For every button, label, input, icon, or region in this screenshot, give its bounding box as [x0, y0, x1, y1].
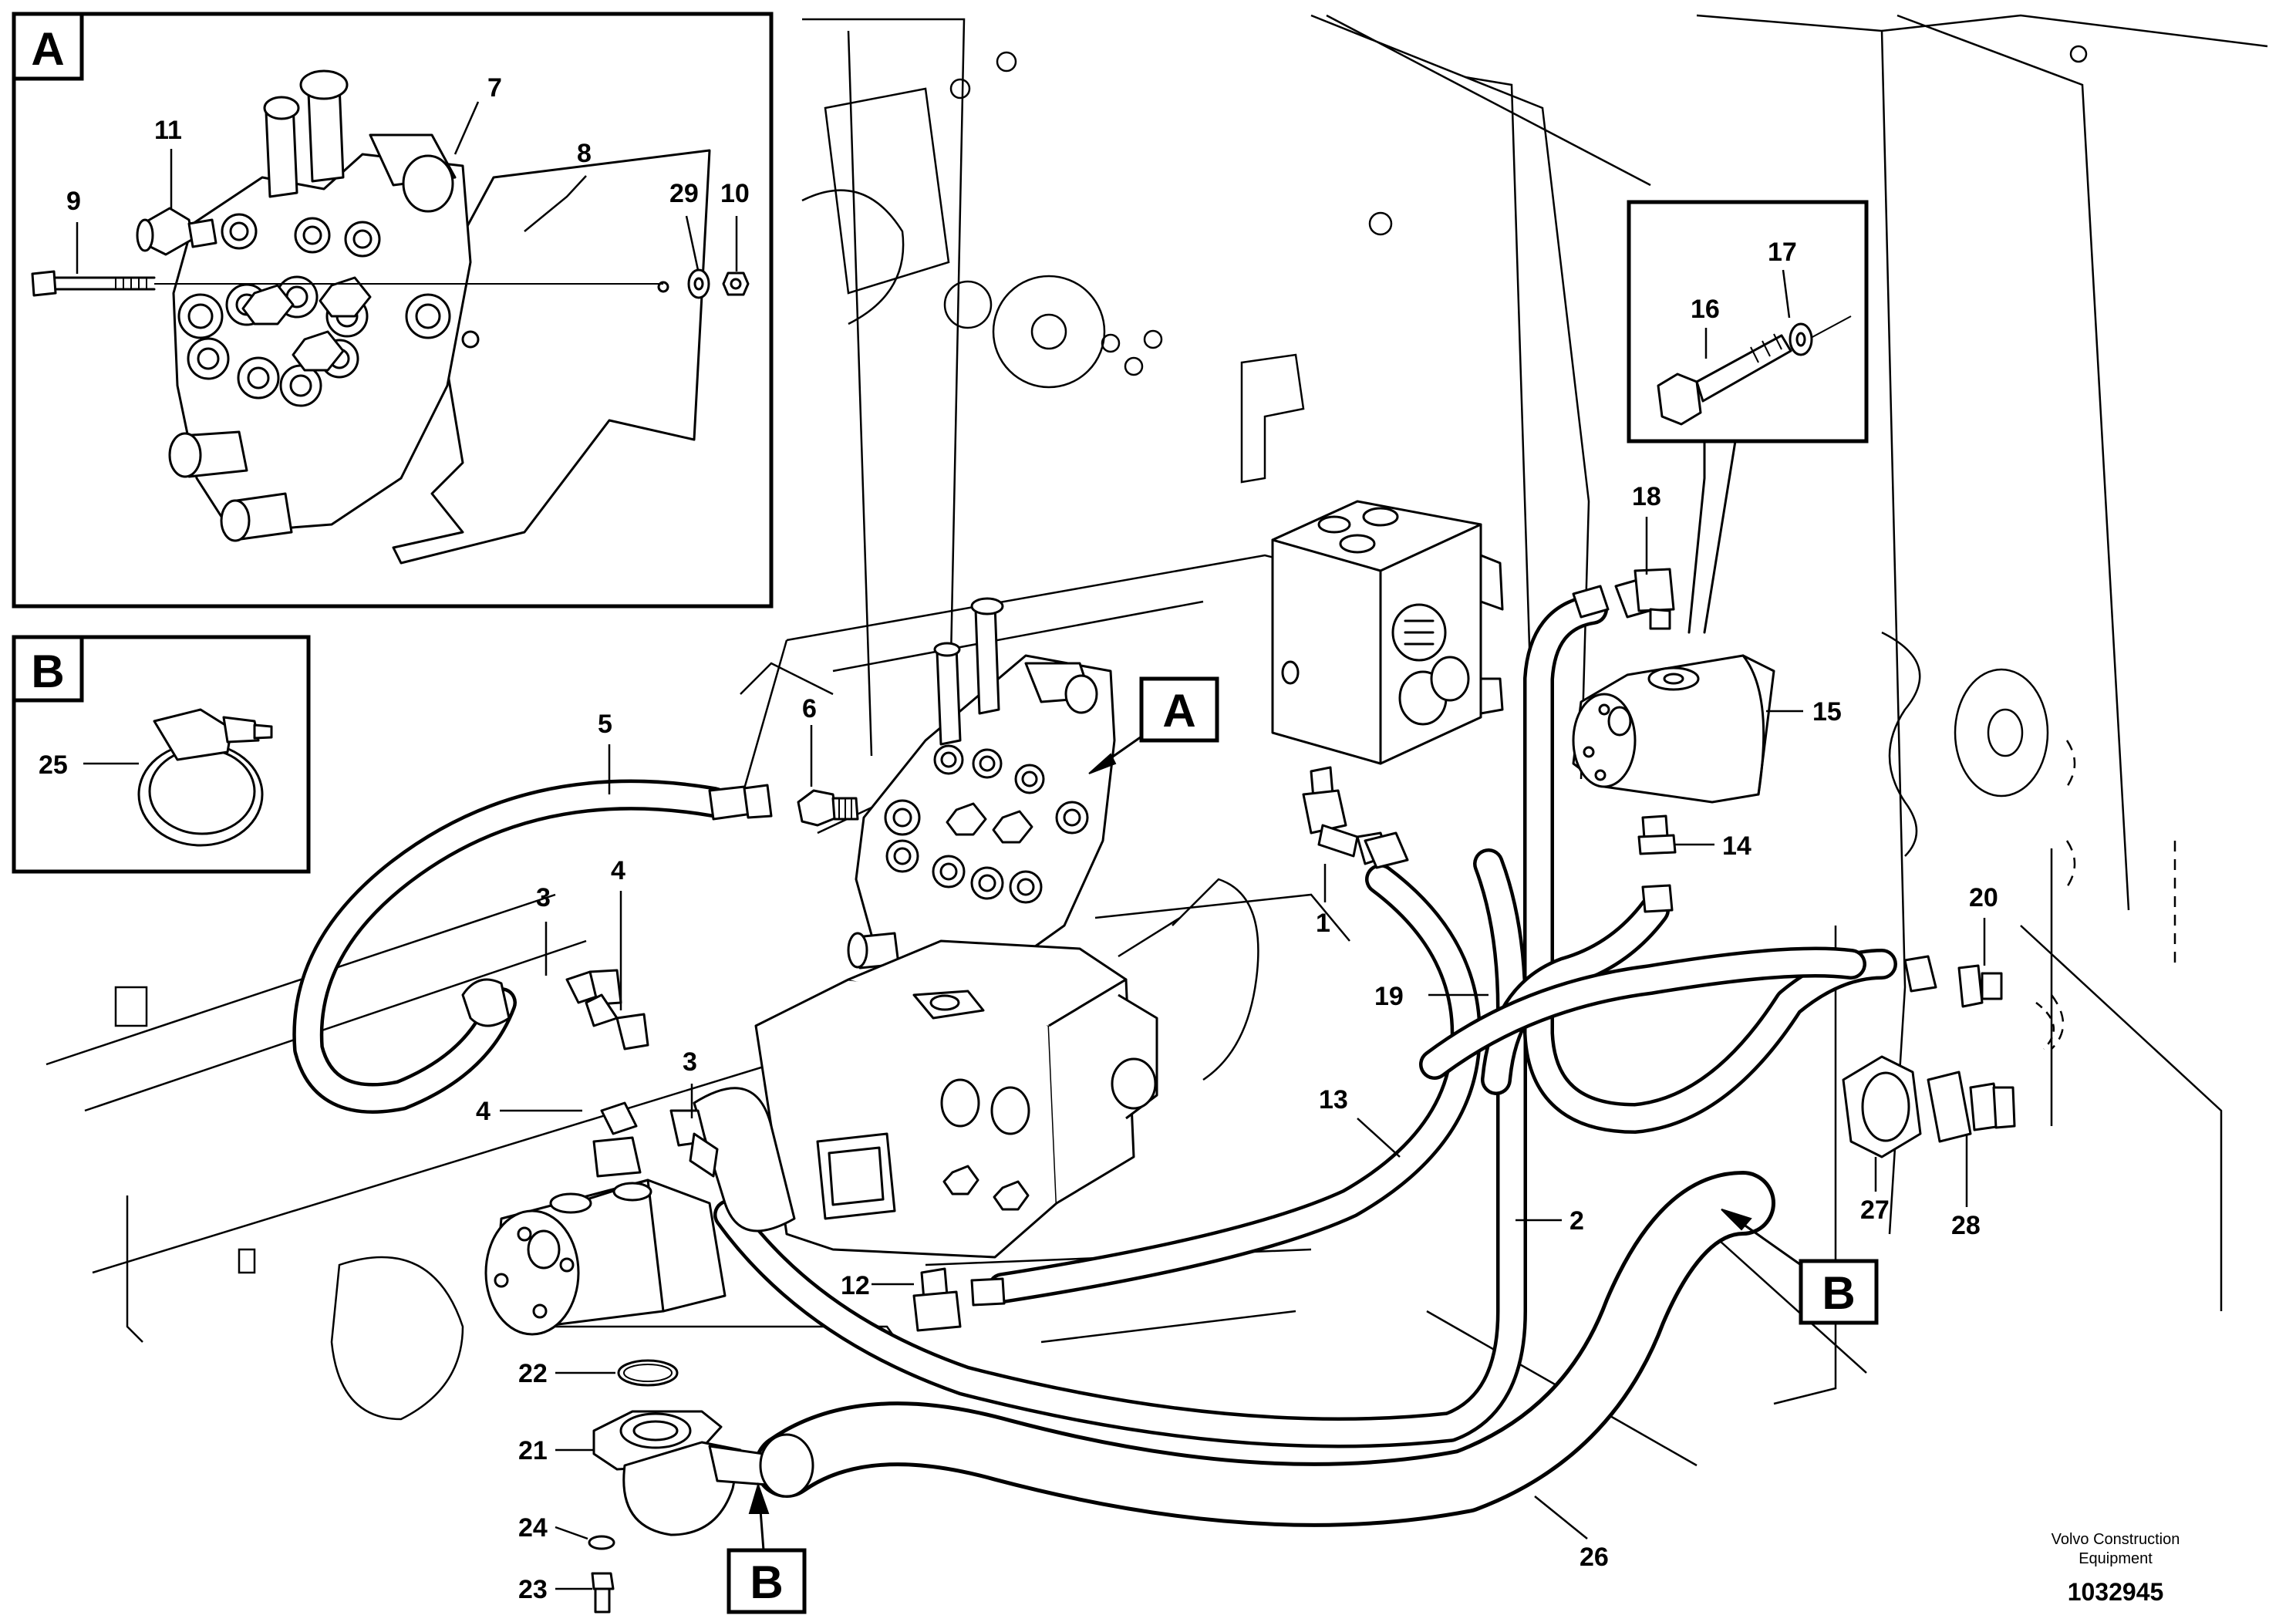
flange-washer [588, 1535, 615, 1550]
port-adapter-20 [1903, 955, 2055, 1050]
document-number: 1032945 [2068, 1578, 2164, 1606]
callout-3a: 3 [536, 883, 551, 912]
callout-20: 20 [1969, 883, 1998, 912]
bolt-detail-box [1627, 200, 1869, 634]
suction-flange [592, 1410, 769, 1536]
callout-3b: 3 [683, 1047, 697, 1077]
lock-nut [722, 271, 750, 296]
leader-lines [76, 101, 1986, 1590]
callout-22: 22 [518, 1359, 548, 1388]
elbow-fitting [136, 207, 217, 256]
callout-6: 6 [802, 694, 817, 723]
callout-24: 24 [518, 1513, 548, 1543]
callout-11: 11 [154, 116, 182, 145]
inset-a-panel: A [12, 12, 774, 609]
pointer-a: A [1088, 676, 1219, 774]
footer-brand: Volvo Construction Equipment 1032945 [2052, 1531, 2180, 1606]
valve-ports [177, 213, 451, 407]
callout-29: 29 [669, 179, 699, 208]
straight-fitting [797, 789, 859, 827]
inset-b-panel: B [12, 635, 311, 874]
callout-23: 23 [518, 1575, 548, 1604]
washer [687, 268, 710, 299]
callout-1: 1 [1316, 909, 1330, 938]
suction-adapter-28 [1927, 1071, 2016, 1143]
pointer-b-right-tag: B [1822, 1267, 1855, 1319]
hose-5 [292, 779, 729, 1114]
callout-28: 28 [1951, 1211, 1981, 1240]
pointer-a-tag: A [1162, 685, 1195, 737]
main-hydraulic-pump [693, 878, 1259, 1259]
pointer-b-bottom: B [727, 1482, 807, 1614]
pump-bolt [1657, 373, 1702, 426]
callout-12: 12 [841, 1271, 870, 1300]
elbow-fitting-18 [1572, 568, 1675, 630]
hose-26-collar [759, 1433, 814, 1498]
callout-4a: 4 [611, 856, 625, 885]
callout-15: 15 [1812, 697, 1842, 727]
brand-line-1: Volvo Construction [2052, 1531, 2180, 1548]
callout-numbers: 7 8 11 9 29 10 25 5 6 3 4 4 3 1 19 13 2 … [39, 73, 1998, 1604]
hose-runs [292, 594, 1897, 1527]
pointer-b-right: B [1721, 1209, 1879, 1325]
flange-bolt [591, 1572, 615, 1614]
callout-16: 16 [1691, 295, 1720, 324]
elbow-fitting-1 [1302, 766, 1390, 865]
brand-line-2: Equipment [2079, 1550, 2153, 1567]
callout-8: 8 [577, 139, 592, 168]
callout-10: 10 [720, 179, 750, 208]
valve-block [1271, 500, 1504, 765]
gear-pump [484, 1179, 727, 1336]
callout-2: 2 [1569, 1206, 1584, 1236]
inset-a-tag: A [31, 23, 64, 75]
callout-14: 14 [1722, 831, 1752, 861]
inset-b-tag: B [31, 646, 64, 697]
fitting-14 [1637, 814, 1677, 913]
suction-nut-27 [1842, 1055, 1922, 1158]
callout-21: 21 [518, 1436, 548, 1465]
pump-washer [1789, 322, 1813, 356]
callout-25: 25 [39, 750, 68, 780]
callout-19: 19 [1374, 982, 1404, 1011]
control-valve-assembly [847, 597, 1116, 989]
callout-18: 18 [1632, 482, 1661, 511]
charge-pump [1572, 654, 1775, 804]
long-bolt [31, 270, 663, 297]
callout-5: 5 [598, 710, 612, 739]
callout-27: 27 [1860, 1195, 1890, 1225]
callout-9: 9 [66, 187, 81, 216]
pointer-b-bottom-tag: B [750, 1556, 783, 1608]
callout-4b: 4 [476, 1097, 491, 1126]
callout-7: 7 [487, 73, 502, 103]
callout-26: 26 [1580, 1543, 1609, 1572]
hose-clamp [137, 708, 273, 847]
fitting-12 [912, 1267, 1006, 1332]
elbow-fittings-group [461, 969, 719, 1178]
callout-17: 17 [1768, 238, 1797, 267]
callout-13: 13 [1319, 1085, 1348, 1114]
